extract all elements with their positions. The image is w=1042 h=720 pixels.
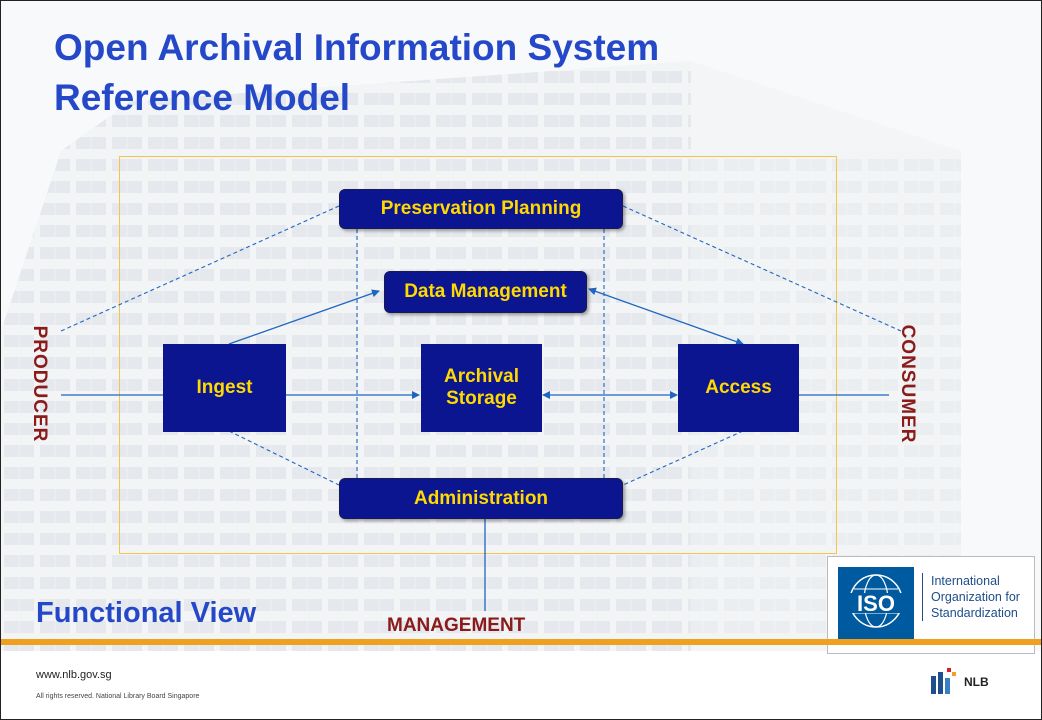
- iso-name-line-3: Standardization: [931, 606, 1018, 620]
- management-label: MANAGEMENT: [387, 615, 526, 636]
- functional-view-label: Functional View: [36, 597, 257, 629]
- slide-title: Open Archival Information System Referen…: [54, 23, 954, 123]
- ingest-to-admin-dashed: [228, 430, 340, 486]
- administration-label: Administration: [413, 487, 549, 509]
- data-management-label: Data Management: [404, 281, 567, 302]
- iso-logo-block: ISO International Organization for Stand…: [827, 556, 1035, 654]
- preservation-planning-box: Preservation Planning: [339, 189, 623, 229]
- access-box: Access: [678, 344, 799, 432]
- nlb-logo-text: NLB: [964, 675, 989, 689]
- iso-globe-icon: ISO: [838, 567, 914, 643]
- iso-name: International Organization for Standardi…: [922, 573, 1020, 621]
- consumer-label: CONSUMER: [897, 324, 918, 444]
- access-to-admin-dashed: [622, 430, 744, 486]
- iso-name-line-2: Organization for: [931, 590, 1020, 604]
- archival-storage-box: Archival Storage: [421, 344, 542, 432]
- ingest-to-data-management-arrow: [228, 289, 380, 345]
- title-line-2: Reference Model: [54, 77, 351, 118]
- administration-box: Administration: [339, 478, 623, 519]
- ingest-box: Ingest: [163, 344, 286, 432]
- footer-rights: All rights reserved. National Library Bo…: [36, 693, 200, 700]
- ingest-label: Ingest: [196, 377, 253, 398]
- data-management-box: Data Management: [384, 271, 587, 313]
- producer-label: PRODUCER: [29, 325, 50, 443]
- producer-to-planning-dashed: [60, 205, 340, 332]
- access-label: Access: [705, 377, 772, 398]
- accent-bar: [1, 639, 1041, 645]
- nlb-logo-icon: [931, 668, 956, 694]
- iso-logo-text: ISO: [857, 591, 895, 616]
- iso-name-line-1: International: [931, 574, 1000, 588]
- data-management-access-arrow: [588, 287, 744, 346]
- preservation-planning-label: Preservation Planning: [380, 198, 582, 219]
- planning-to-consumer-dashed: [622, 205, 902, 332]
- archive-boundary-frame: [119, 156, 837, 554]
- title-line-1: Open Archival Information System: [54, 27, 660, 68]
- archival-storage-label: Archival Storage: [444, 366, 519, 409]
- footer-url: www.nlb.gov.sg: [36, 669, 112, 681]
